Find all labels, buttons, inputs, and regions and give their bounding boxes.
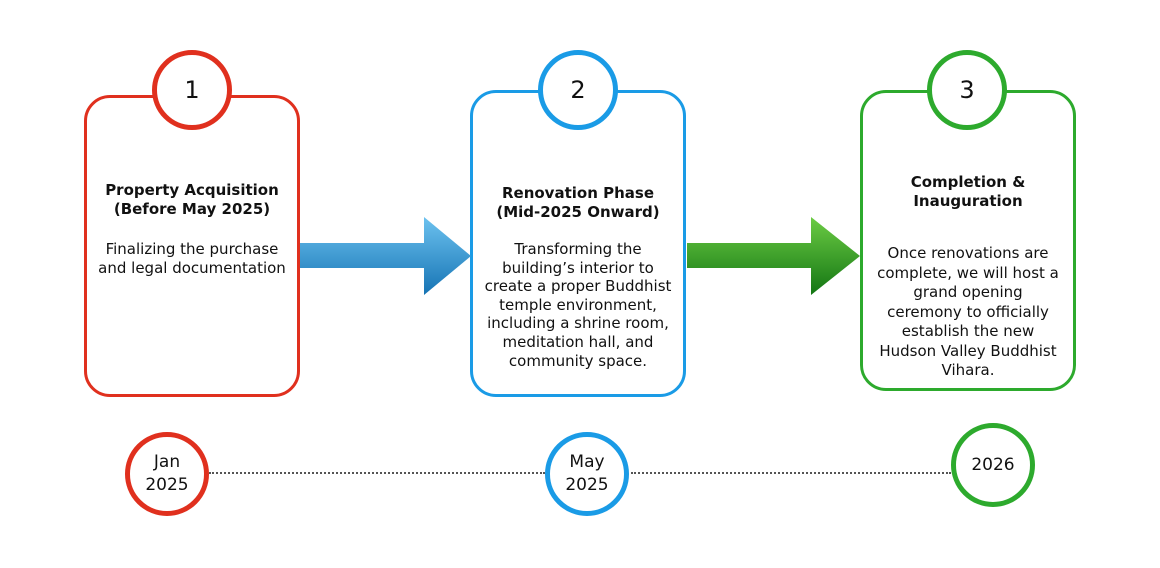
phase-3-body-line: establish the new — [901, 322, 1035, 340]
phase-2-body-line: Transforming the — [514, 240, 642, 258]
timeline-date-1-line-1: Jan — [153, 452, 181, 472]
phase-2-body: Transforming the building’s interior to … — [485, 240, 672, 370]
phase-2-body-line: community space. — [508, 351, 648, 370]
phase-3-body-line: complete, we will host a — [877, 263, 1059, 282]
timeline-date-may-2025: May 2025 — [545, 432, 629, 516]
timeline-date-3-line-1: 2026 — [971, 454, 1015, 475]
phase-2-body-line: including a shrine room, — [487, 314, 669, 333]
phase-1-number-badge: 1 — [152, 50, 232, 130]
phase-3-title-line-2: Inauguration — [913, 192, 1023, 210]
phase-3-title-line-1: Completion & — [910, 173, 1026, 191]
phase-2-body-line: meditation hall, and — [502, 332, 654, 351]
phase-2-body-line: temple environment, — [499, 295, 657, 314]
phase-3-card: Completion & Inauguration Once renovatio… — [860, 90, 1076, 391]
phase-1-body: Finalizing the purchase and legal docume… — [98, 240, 286, 278]
timeline-date-2-line-2: 2025 — [565, 475, 609, 495]
timeline-connector-2 — [631, 472, 951, 474]
green-arrow-icon — [687, 217, 860, 295]
timeline-date-1-line-2: 2025 — [145, 475, 189, 495]
phase-2-title: Renovation Phase (Mid-2025 Onward) — [496, 184, 659, 222]
phase-2-number: 2 — [570, 76, 586, 104]
timeline-date-2-line-1: May — [569, 452, 605, 472]
phase-2-body-line: building’s interior to — [502, 258, 654, 277]
phase-2-card: Renovation Phase (Mid-2025 Onward) Trans… — [470, 90, 686, 397]
timeline-date-2026: 2026 — [951, 423, 1035, 507]
phase-1-title-line-1: Property Acquisition — [105, 181, 279, 199]
phase-1-card: Property Acquisition (Before May 2025) F… — [84, 95, 300, 397]
phase-1-number: 1 — [184, 76, 200, 104]
phase-2-number-badge: 2 — [538, 50, 618, 130]
phase-3-body: Once renovations are complete, we will h… — [877, 244, 1059, 381]
phase-3-body-line: Vihara. — [941, 361, 995, 379]
phase-3-number-badge: 3 — [927, 50, 1007, 130]
phase-2-body-line: create a proper Buddhist — [484, 277, 672, 296]
blue-arrow-icon — [300, 217, 471, 295]
phase-1-body-line: and legal documentation — [98, 259, 286, 277]
phase-2-title-line-1: Renovation Phase — [501, 184, 654, 202]
phase-3-body-line: Hudson Valley Buddhist — [879, 341, 1057, 360]
phase-3-title: Completion & Inauguration — [911, 173, 1026, 211]
timeline-date-jan-2025: Jan 2025 — [125, 432, 209, 516]
phase-1-title-line-2: (Before May 2025) — [113, 200, 271, 218]
phase-3-body-line: grand opening — [913, 283, 1023, 301]
phase-1-body-line: Finalizing the purchase — [105, 240, 279, 258]
phase-2-title-line-2: (Mid-2025 Onward) — [496, 203, 660, 221]
timeline-connector-1 — [209, 472, 545, 474]
phase-3-body-line: Once renovations are — [887, 244, 1049, 262]
phase-1-title: Property Acquisition (Before May 2025) — [105, 181, 279, 219]
phase-3-body-line: ceremony to officially — [887, 302, 1049, 321]
phase-3-number: 3 — [959, 76, 975, 104]
